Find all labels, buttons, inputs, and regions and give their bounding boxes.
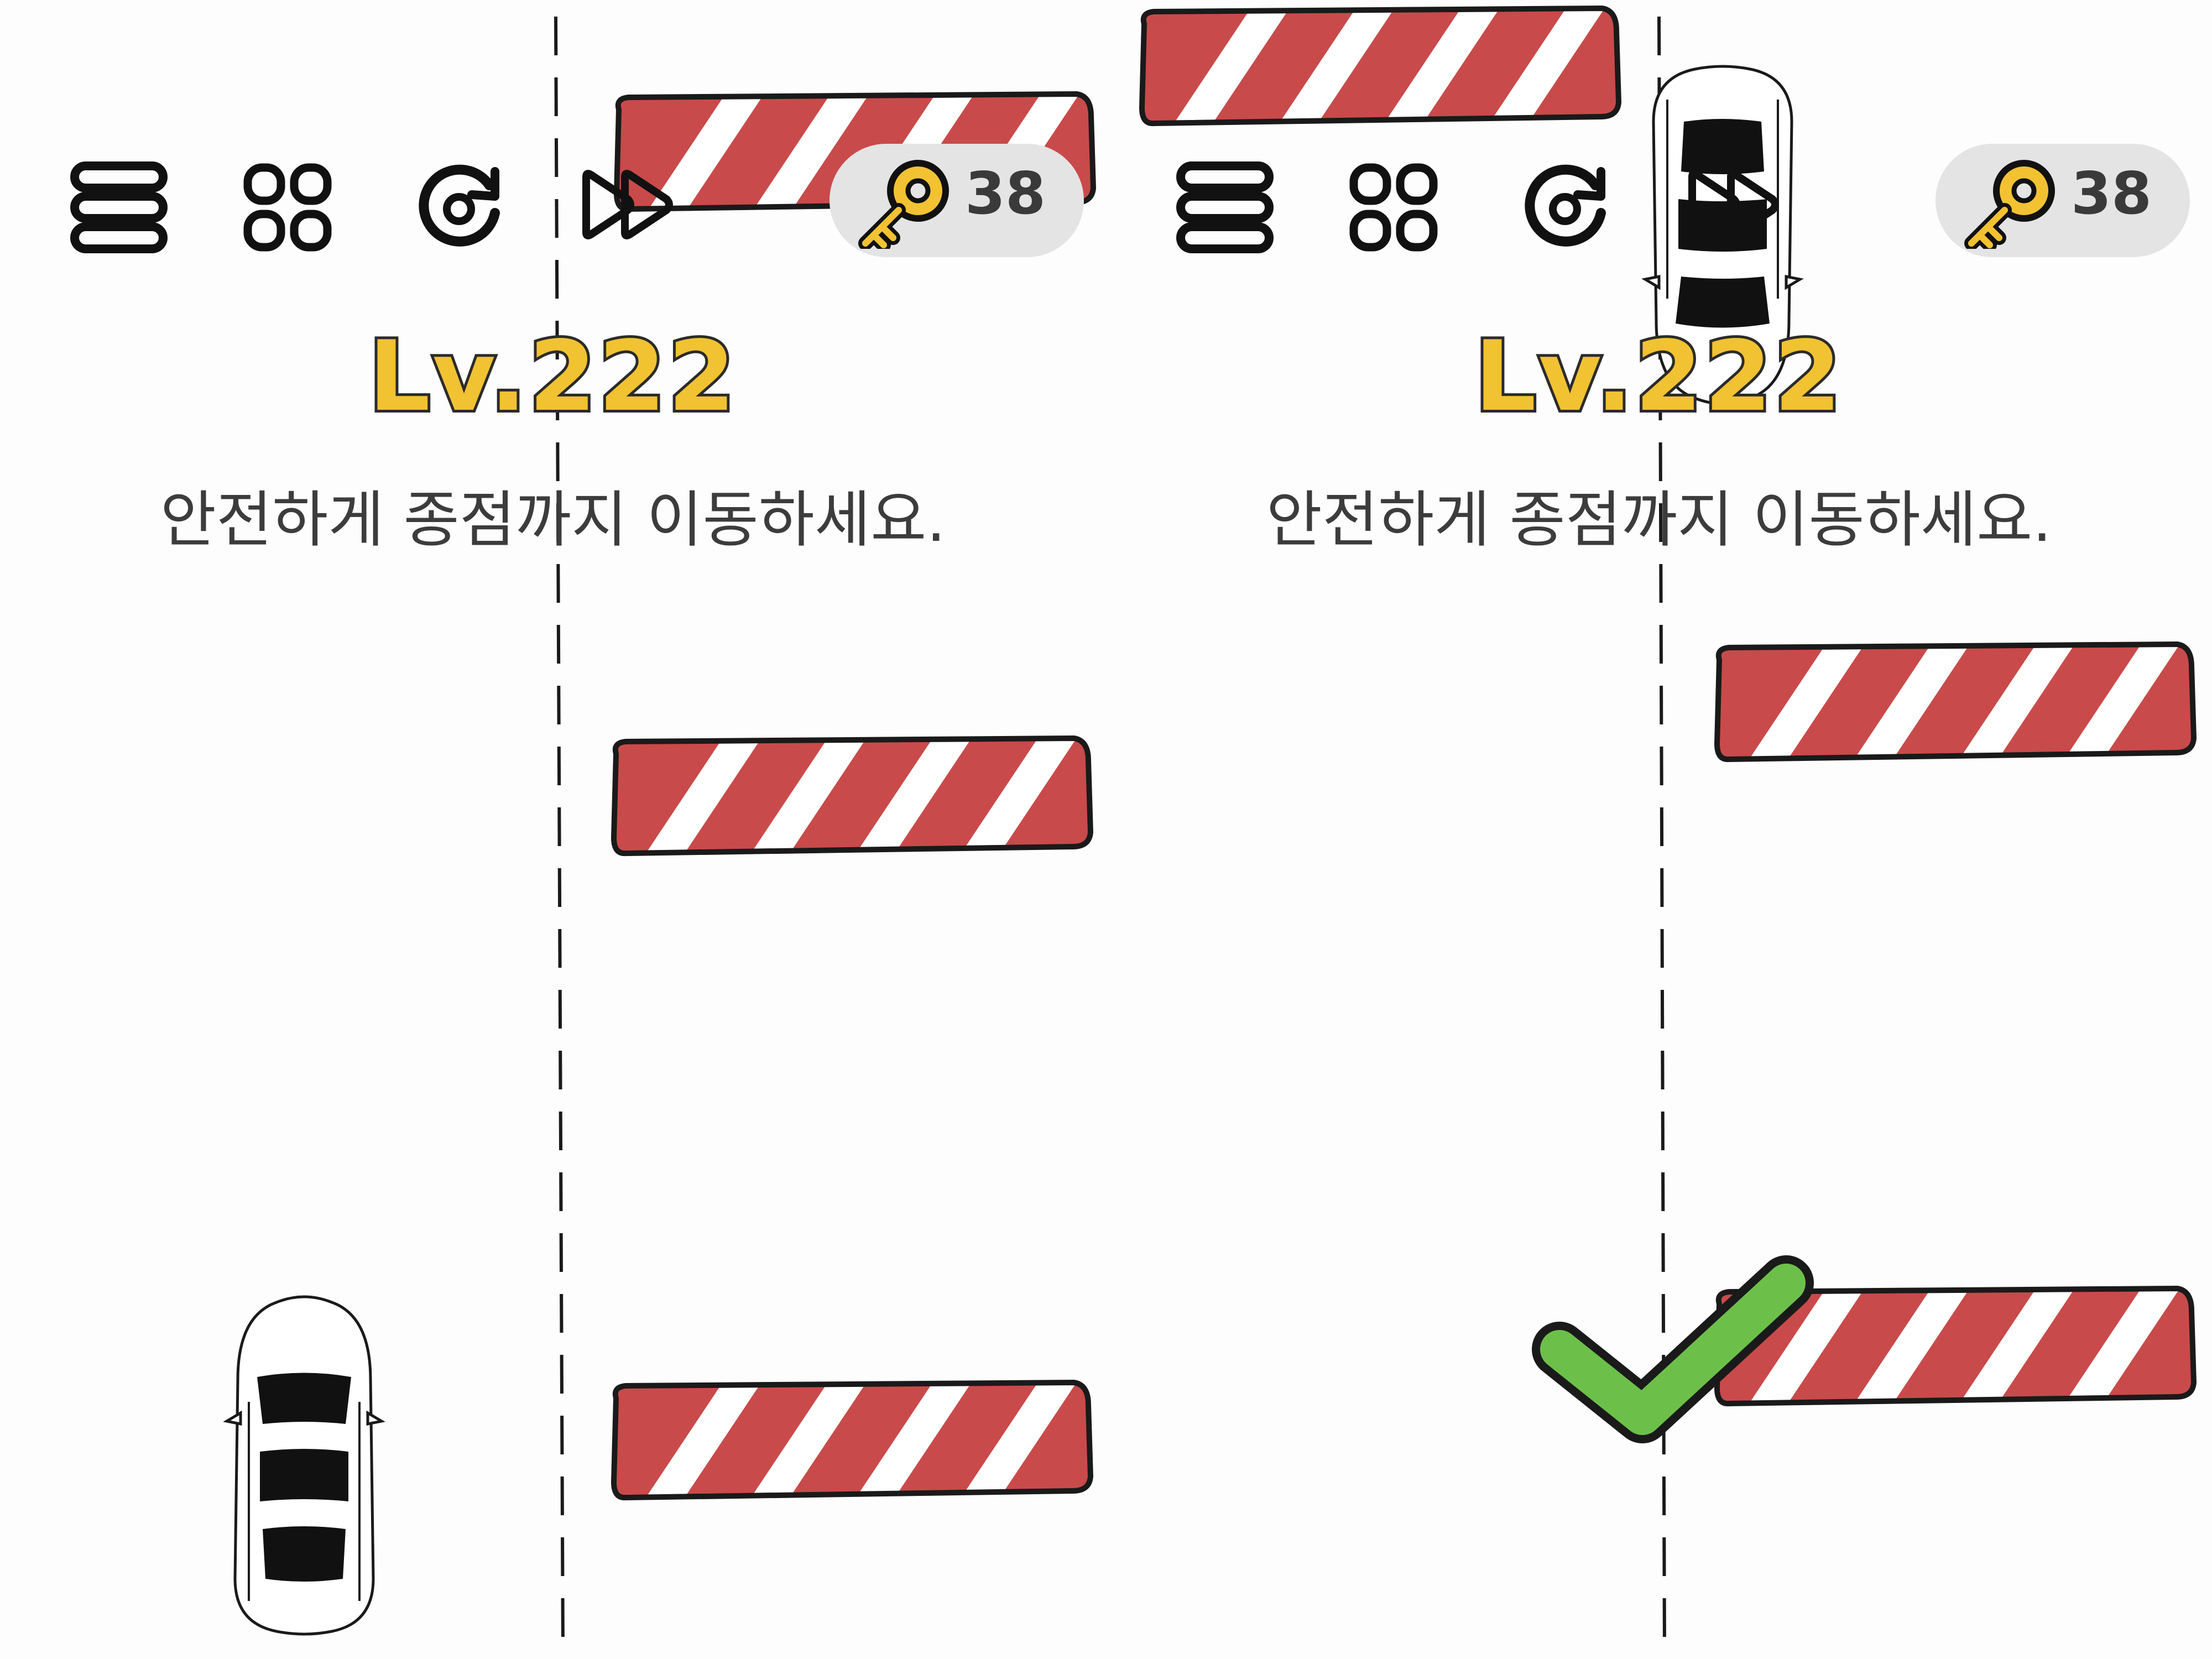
grid-icon: [1349, 163, 1438, 252]
grid-icon: [243, 163, 332, 252]
level-title: Lv.222: [366, 318, 738, 436]
play-field: [1106, 0, 2212, 1654]
barrier-middle: [614, 727, 1091, 860]
skip-icon: [1688, 170, 1779, 239]
menu-icon: [1176, 161, 1274, 253]
key-icon: [858, 160, 949, 249]
key-count: 38: [2071, 160, 2152, 227]
skip-button[interactable]: [581, 169, 680, 243]
restart-icon: [1525, 164, 1606, 247]
key-count: 38: [965, 160, 1046, 227]
barrier-bottom: [614, 1371, 1091, 1504]
instruction-text: 안전하게 종점까지 이동하세요.: [1266, 484, 2052, 555]
success-check-icon: [1532, 1255, 1814, 1443]
key-counter[interactable]: 38: [1936, 144, 2190, 257]
level-select-button[interactable]: [243, 163, 332, 254]
key-icon: [1964, 160, 2055, 249]
level-title: Lv.222: [1472, 318, 1844, 436]
lane-divider: [554, 16, 565, 1654]
menu-button[interactable]: [69, 160, 169, 257]
play-field: [0, 16, 1106, 1654]
restart-button[interactable]: [412, 160, 506, 257]
restart-icon: [419, 164, 500, 247]
barrier-middle: [1717, 633, 2194, 766]
restart-button[interactable]: [1518, 160, 1612, 257]
instruction-text: 안전하게 종점까지 이동하세요.: [160, 484, 946, 555]
menu-icon: [70, 161, 168, 253]
menu-button[interactable]: [1175, 160, 1275, 257]
barrier-top: [1142, 0, 1619, 130]
player-car[interactable]: [227, 1297, 382, 1634]
level-select-button[interactable]: [1349, 163, 1438, 254]
game-panel-start: 38 Lv.222 안전하게 종점까지 이동하세요.: [0, 16, 1106, 1654]
game-panel-finish: 38 Lv.222 안전하게 종점까지 이동하세요.: [1106, 0, 2212, 1659]
key-counter[interactable]: 38: [830, 144, 1084, 257]
skip-button[interactable]: [1687, 169, 1786, 243]
skip-icon: [582, 170, 673, 239]
